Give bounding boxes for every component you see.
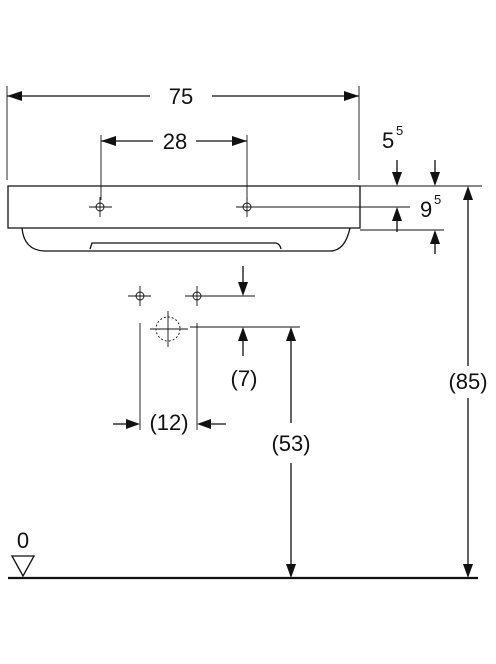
dimension-drain-height: (53)	[271, 327, 311, 578]
thickness-sup: 5	[434, 192, 441, 207]
dimension-supply-spacing: (12)	[113, 323, 226, 435]
supply-marker-right	[185, 286, 212, 306]
dimension-total-width: 75	[6, 84, 360, 180]
dimension-supply-height: (7)	[231, 266, 258, 391]
rim-offset-label: 5	[382, 128, 394, 153]
dimension-tap-spacing: 28	[100, 129, 248, 200]
supply-height-label: (7)	[231, 366, 258, 391]
supply-marker-left	[128, 286, 151, 306]
floor-level-marker: 0	[10, 528, 36, 578]
floor-level-label: 0	[17, 528, 29, 553]
tap-hole-marker-left	[89, 197, 112, 217]
tap-hole-marker-right	[236, 197, 259, 217]
tap-spacing-label: 28	[163, 129, 187, 154]
drain-height-label: (53)	[271, 431, 310, 456]
total-height-label: (85)	[448, 369, 487, 394]
dimension-total-height: (85)	[448, 186, 488, 578]
total-width-label: 75	[169, 84, 193, 109]
rim-offset-sup: 5	[396, 123, 403, 138]
thickness-label: 9	[420, 197, 432, 222]
drain-marker	[150, 311, 188, 347]
washbasin-outline	[7, 185, 361, 252]
supply-spacing-label: (12)	[149, 410, 188, 435]
dimension-rim-offset: 5 5 9 5	[258, 123, 482, 254]
